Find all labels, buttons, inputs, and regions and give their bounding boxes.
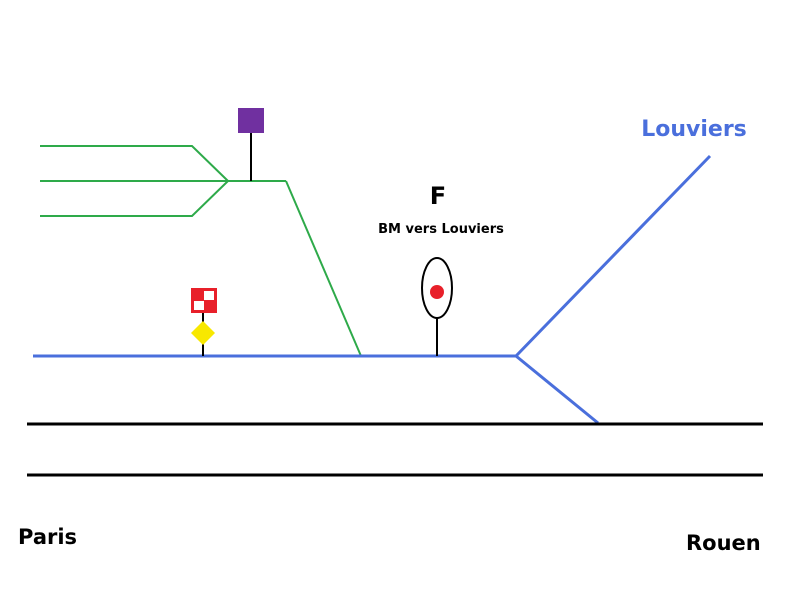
purple-square-sign: [238, 108, 264, 133]
paris-label: Paris: [18, 525, 77, 549]
siding-upper: [40, 145, 229, 182]
signal-letter: F: [430, 182, 446, 210]
louviers-label: Louviers: [641, 117, 747, 142]
siding-lower: [40, 180, 229, 217]
signal-red-light: [430, 285, 444, 299]
blue-track-louviers: [514, 154, 712, 358]
siding-connector: [285, 180, 362, 357]
signal-caption: BM vers Louviers: [378, 222, 504, 237]
yellow-diamond-sign: [191, 321, 215, 345]
red-checkered-sign: [191, 288, 217, 313]
branch-tracks: [33, 154, 712, 425]
rouen-label: Rouen: [686, 531, 761, 555]
blue-track-junction: [515, 354, 599, 425]
siding-tracks: [40, 145, 362, 357]
